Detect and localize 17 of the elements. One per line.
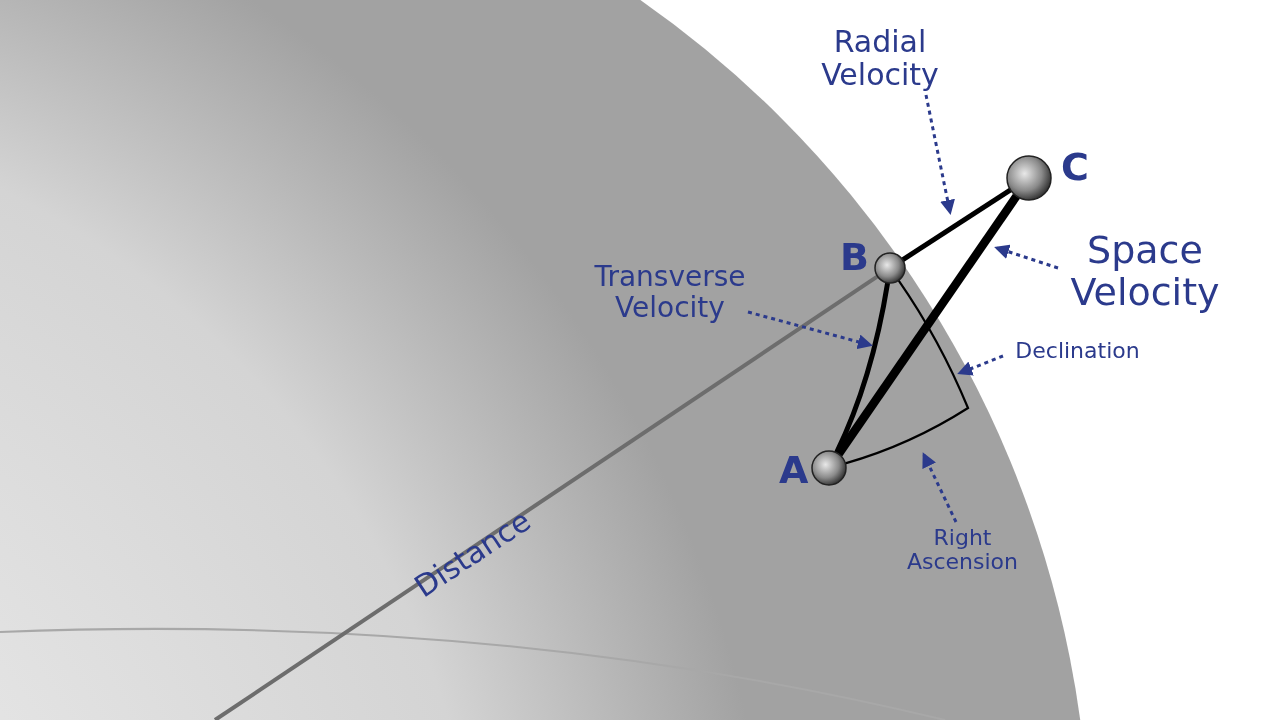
leader-arrow — [924, 94, 955, 215]
leader-arrow — [922, 452, 958, 523]
callout-label: Declination — [1014, 339, 1141, 364]
transverse-velocity-line — [834, 282, 891, 454]
leader-arrow — [747, 310, 873, 350]
leader-arrow — [994, 244, 1059, 270]
point-label: C — [1061, 148, 1089, 186]
point-label: B — [840, 238, 869, 276]
point-label: A — [779, 451, 809, 489]
leader-arrow — [957, 354, 1004, 376]
callout-label: Transverse Velocity — [593, 262, 747, 324]
radial-velocity-line — [901, 187, 1012, 262]
callout-label: Right Ascension — [905, 526, 1020, 575]
callout-label: Space Velocity — [1069, 230, 1221, 314]
angle-arc — [845, 279, 970, 465]
distance-line — [213, 274, 879, 720]
callout-label: Radial Velocity — [820, 25, 940, 91]
